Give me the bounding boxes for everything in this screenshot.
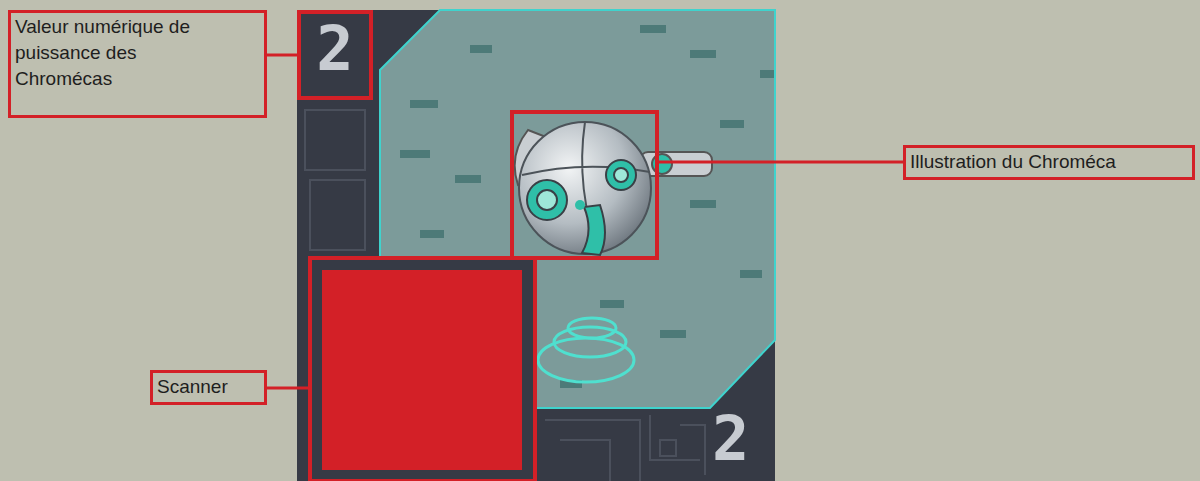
hologram-rings	[538, 318, 634, 382]
leader-lines	[267, 162, 903, 388]
callout-box: Illustration du Chroméca	[903, 145, 1195, 180]
leader-line	[267, 55, 297, 56]
highlight-frame	[512, 112, 657, 258]
scanner-frame	[310, 258, 535, 481]
callout-text: Valeur numérique de puissance des Chromé…	[15, 14, 215, 92]
power-value: 2	[316, 14, 353, 84]
callout-box: Valeur numérique de puissance des Chromé…	[8, 10, 267, 118]
callout-box: Scanner	[150, 370, 267, 405]
card-background	[297, 10, 775, 481]
scanner-area	[322, 270, 522, 470]
power-value-frame: 2	[297, 10, 373, 100]
callout-text: Illustration du Chroméca	[910, 149, 1188, 175]
power-value: 2	[712, 404, 749, 474]
callout-text: Scanner	[157, 374, 260, 400]
chromeca-robot	[515, 122, 712, 255]
